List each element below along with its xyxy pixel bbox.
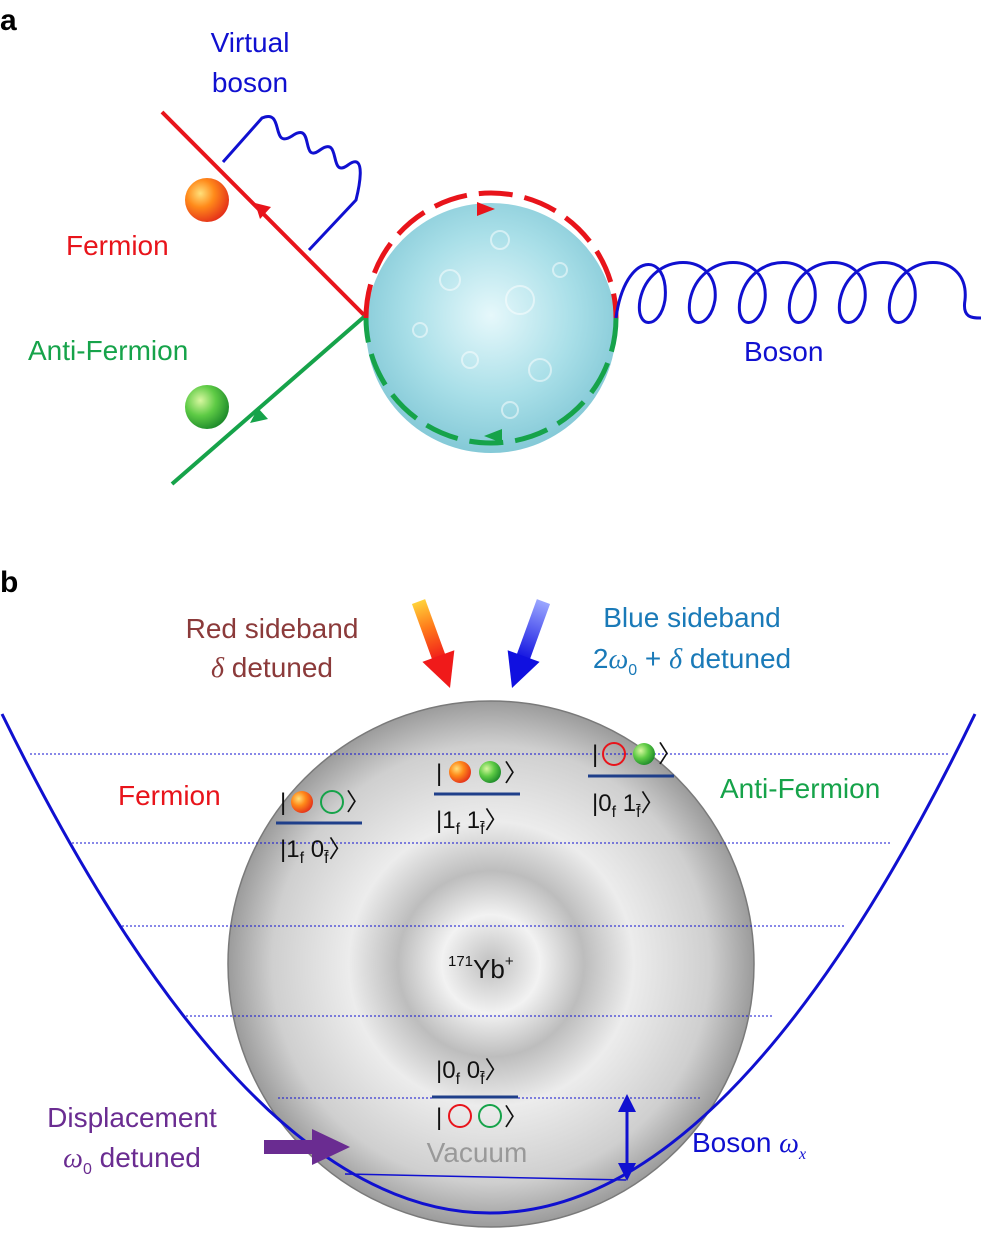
blue-two: 2 <box>593 643 609 674</box>
blue-omega: ω <box>608 644 628 675</box>
vacuum-state-ball-empty-red <box>448 1104 472 1128</box>
virtual-boson-line <box>221 114 362 252</box>
pair-state-ball-fermion <box>449 761 471 783</box>
ground-level-line <box>344 1173 627 1181</box>
red-sideband-label-1: Red sideband <box>186 613 359 644</box>
red-detuned: detuned <box>224 652 333 683</box>
blue-delta: δ <box>669 644 683 675</box>
anti-fermion-ball <box>185 385 229 429</box>
blue-sideband-arrow <box>507 599 551 688</box>
fermion-ball <box>185 178 229 222</box>
anti-fermion-label-a: Anti-Fermion <box>28 335 188 366</box>
red-sideband-label-2: δ detuned <box>211 652 333 684</box>
loop-upper-arrow <box>477 202 495 216</box>
virtual-boson-label-1: Virtual <box>211 27 290 58</box>
svg-text:|: | <box>436 1104 442 1131</box>
vacuum-state-ball-empty-green <box>478 1104 502 1128</box>
loop-lower-half <box>363 317 619 446</box>
virtual-boson-label-2: boson <box>212 67 288 98</box>
blue-plus: + <box>637 643 669 674</box>
vacuum-state-ket: |0f 0f̄〉 <box>436 1057 509 1088</box>
pair-state: | 〉 |1f 1f̄〉 <box>434 760 528 838</box>
antifermion-state-ball-filled <box>633 743 655 765</box>
displacement-arrow <box>264 1129 350 1165</box>
loop-upper-half <box>363 190 619 319</box>
ion-label: 171Yb+ <box>448 953 514 984</box>
anti-fermion-arrow <box>250 408 268 423</box>
bubble-texture <box>412 230 568 419</box>
boson-omega-label: Boson ωx <box>692 1127 806 1163</box>
fermion-label-a: Fermion <box>66 230 169 261</box>
loop-lower-arrow <box>484 429 502 443</box>
blue-detuned: detuned <box>682 643 791 674</box>
svg-text:|: | <box>436 760 442 787</box>
fermion-state-ball-empty <box>320 790 344 814</box>
blue-sideband-label-1: Blue sideband <box>603 602 780 633</box>
energy-levels <box>30 753 950 1099</box>
boson-curly-line <box>614 261 981 324</box>
red-sideband-arrow <box>411 599 455 688</box>
red-delta: δ <box>211 653 225 684</box>
boson-label-a: Boson <box>744 336 823 367</box>
svg-text:〉: 〉 <box>658 741 682 768</box>
svg-text:〉: 〉 <box>346 789 370 816</box>
fermion-arrow <box>255 203 271 219</box>
pair-state-ball-antifermion <box>479 761 501 783</box>
svg-text:|: | <box>592 741 598 768</box>
anti-fermion-line <box>170 314 367 486</box>
fermion-label-b: Fermion <box>118 780 221 811</box>
antifermion-state: | 〉 |0f 1f̄〉 <box>588 741 682 821</box>
vacuum-label: Vacuum <box>427 1137 528 1168</box>
trap-parabola <box>0 713 977 1215</box>
svg-text:〉: 〉 <box>504 1104 528 1131</box>
displacement-label-1: Displacement <box>47 1102 217 1133</box>
anti-fermion-label-b: Anti-Fermion <box>720 773 880 804</box>
fermion-state-ball-filled <box>291 791 313 813</box>
svg-text:〉: 〉 <box>504 760 528 787</box>
antifermion-state-ket: |0f 1f̄〉 <box>592 790 665 821</box>
panel-label-a: a <box>0 4 17 37</box>
antifermion-state-ball-empty <box>602 742 626 766</box>
fermion-state: | 〉 |1f 0f̄〉 <box>276 789 370 867</box>
blue-sideband-label-2: 2ω0 + δ detuned <box>593 643 791 679</box>
panel-label-b: b <box>0 566 18 599</box>
svg-text:|: | <box>280 789 286 816</box>
vacuum-state: |0f 0f̄〉 | 〉 <box>432 1057 528 1131</box>
fermion-state-ket: |1f 0f̄〉 <box>280 836 353 867</box>
displacement-label-2: ω0 detuned <box>63 1142 201 1178</box>
pair-state-ket: |1f 1f̄〉 <box>436 807 509 838</box>
blue-omega-sub: 0 <box>628 662 637 679</box>
